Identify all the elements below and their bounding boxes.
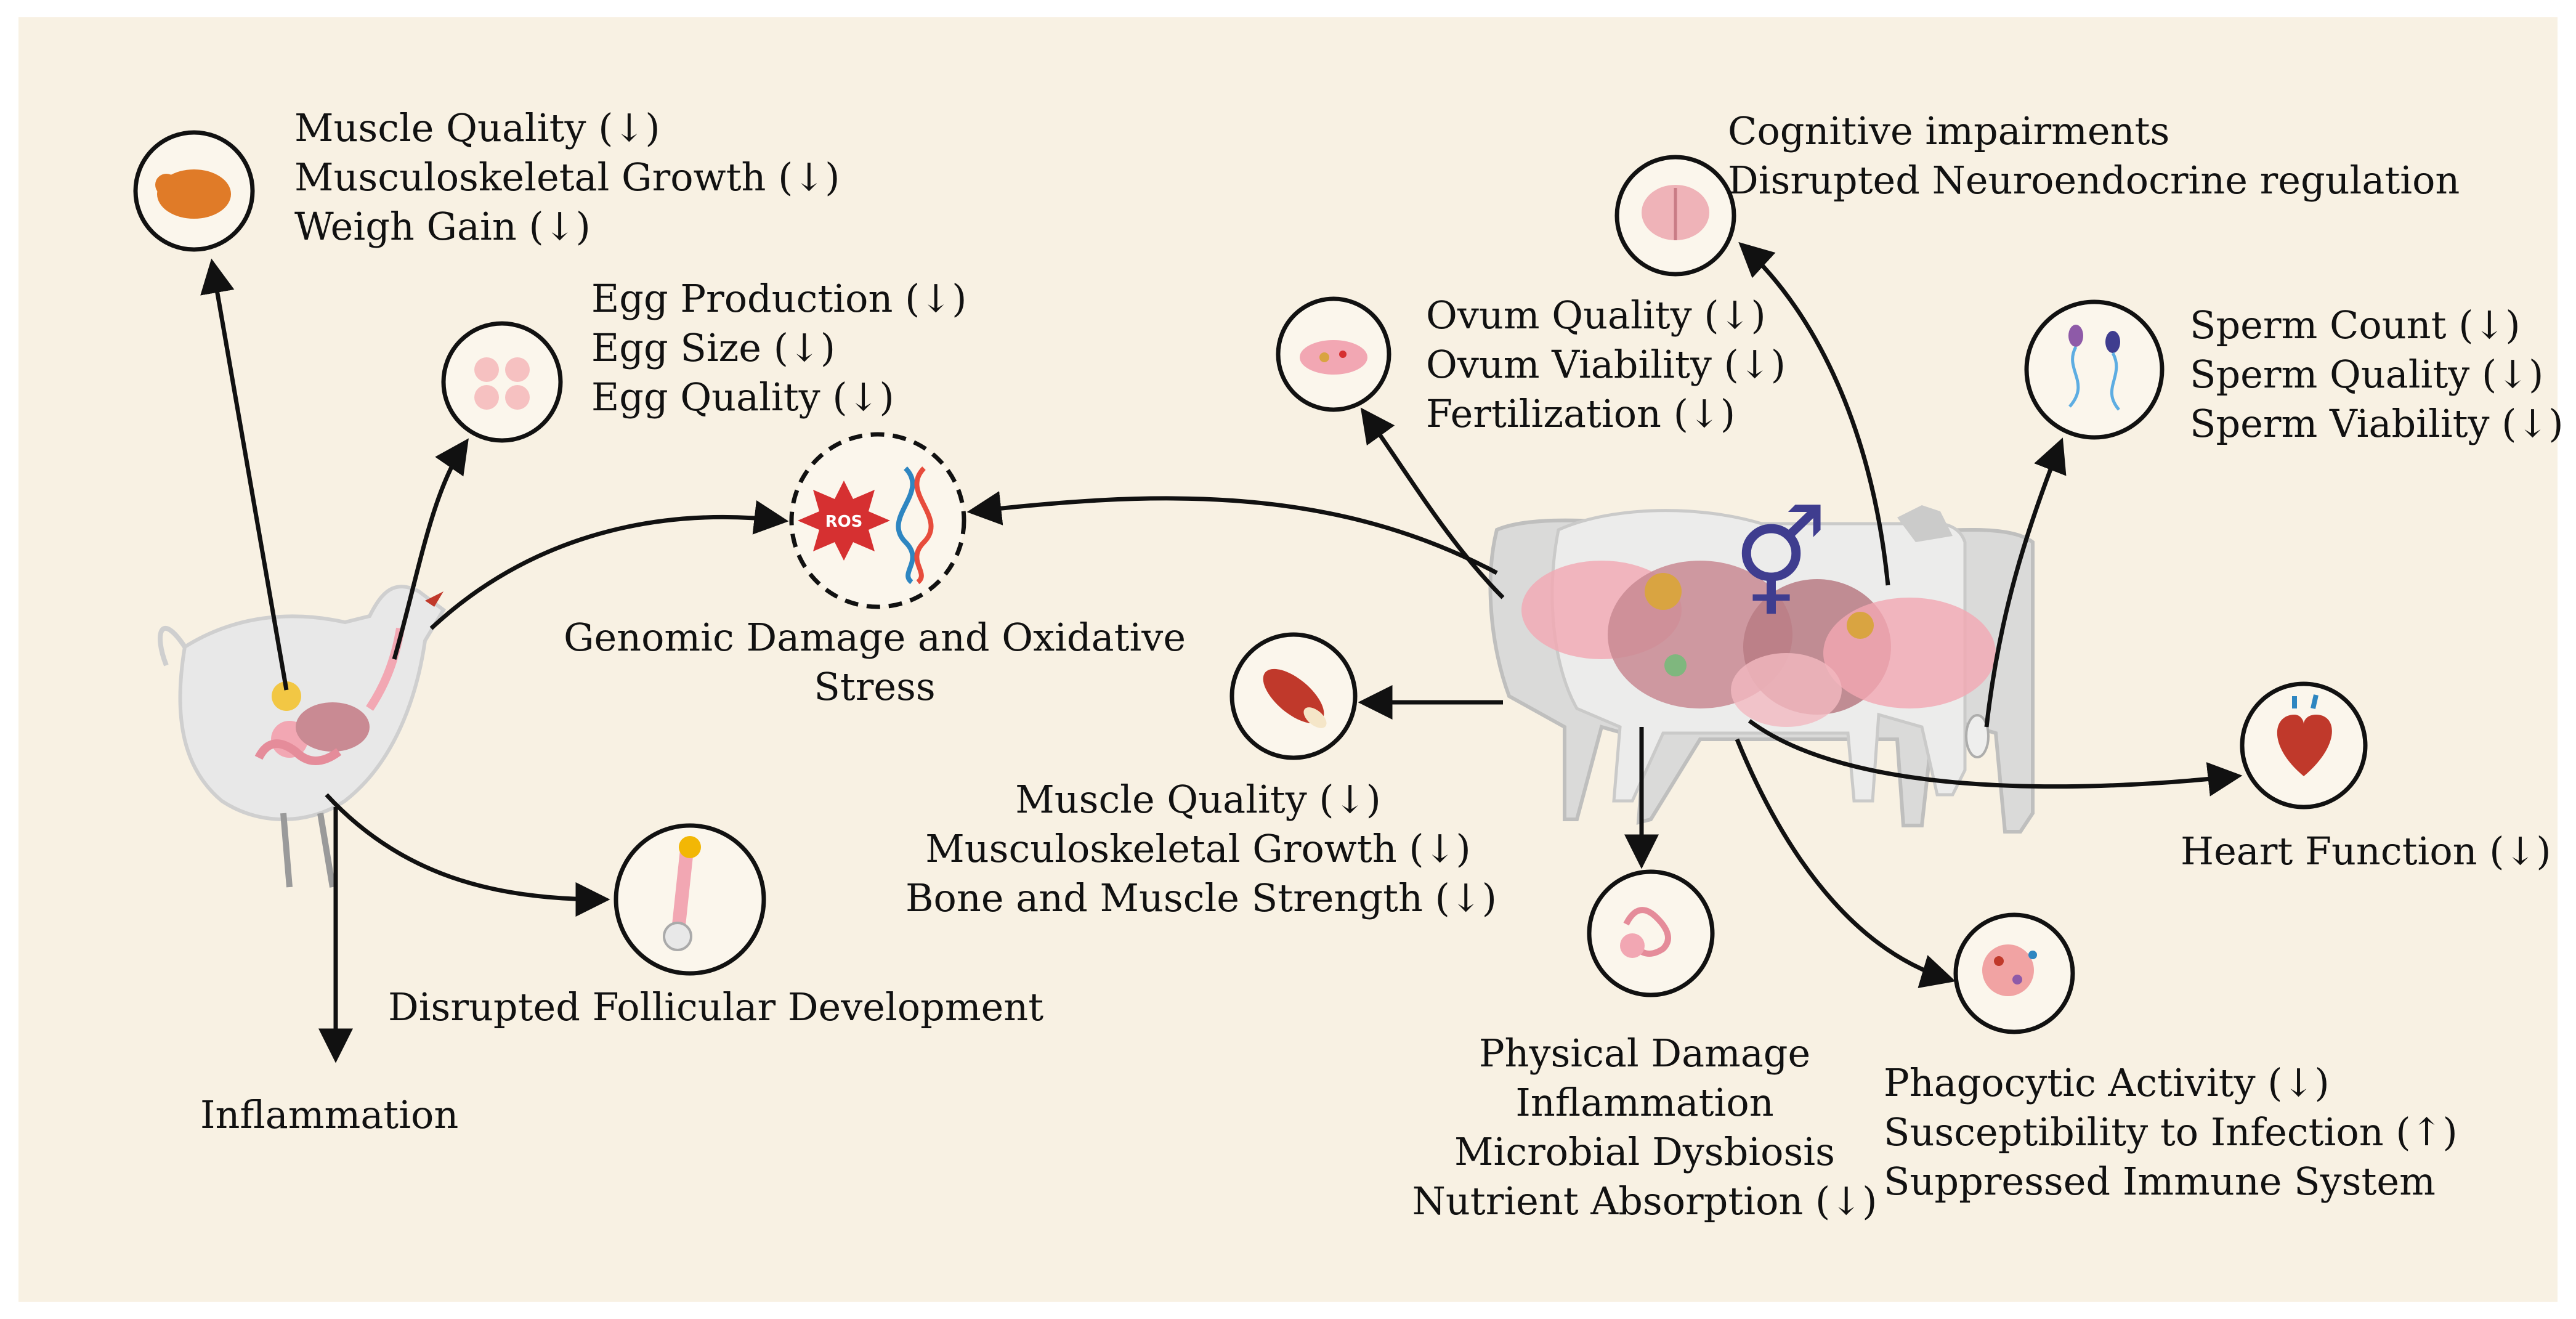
- follicular-label: Disrupted Follicular Development: [388, 983, 1043, 1032]
- ros-dna-icon: [789, 432, 966, 609]
- roast-chicken-icon: [133, 130, 255, 252]
- egg-cells-icon: [441, 321, 563, 443]
- immune-cells-icon: [1953, 912, 2075, 1034]
- inflammation-text: Inflammation: [200, 1092, 459, 1137]
- carcass-effect: Weigh Gain (↓): [294, 204, 591, 249]
- follicular-text: Disrupted Follicular Development: [388, 984, 1044, 1029]
- arrow-to-eggs: [392, 438, 469, 660]
- sperm-effect: Sperm Viability (↓): [2190, 401, 2564, 446]
- brain-effect: Disrupted Neuroendocrine regulation: [1728, 158, 2460, 203]
- muscle-effect: Musculoskeletal Growth (↓): [925, 826, 1471, 871]
- carcass-effects: Muscle Quality (↓) Musculoskeletal Growt…: [294, 103, 840, 251]
- sperm-icon: [2024, 299, 2165, 440]
- genomic-line: Stress: [814, 664, 936, 709]
- arrow-to-sperm: [1984, 437, 2067, 728]
- arrow-to-follicle: [325, 793, 610, 917]
- arrow-chicken-to-ros: [429, 500, 789, 630]
- heart-icon: [2240, 681, 2368, 810]
- ovum-effect: Fertilization (↓): [1426, 391, 1736, 436]
- sperm-effect: Sperm Count (↓): [2190, 302, 2521, 347]
- gut-effect: Physical Damage: [1478, 1031, 1811, 1076]
- arrow-to-ovary: [1360, 407, 1505, 599]
- gut-effect: Nutrient Absorption (↓): [1412, 1179, 1877, 1224]
- brain-icon: [1614, 155, 1736, 277]
- carcass-effect: Musculoskeletal Growth (↓): [294, 155, 840, 200]
- chicken-icon: [158, 585, 446, 888]
- arrow-to-immune: [1735, 738, 1956, 988]
- gut-effect: Inflammation: [1515, 1080, 1774, 1125]
- ovary-icon: [1276, 296, 1391, 412]
- egg-effect: Egg Size (↓): [591, 325, 836, 370]
- arrow-cow-to-ros: [966, 491, 1498, 575]
- ros-label: ROS: [825, 513, 863, 531]
- genomic-damage-label: Genomic Damage and Oxidative Stress: [561, 613, 1189, 712]
- heart-effect-text: Heart Function (↓): [2181, 829, 2551, 874]
- carcass-effect: Muscle Quality (↓): [294, 105, 660, 150]
- ovum-effect: Ovum Quality (↓): [1426, 293, 1766, 338]
- brain-effect: Cognitive impairments: [1728, 108, 2170, 153]
- gut-effects: Physical Damage Inflammation Microbial D…: [1404, 1029, 1885, 1226]
- arrow-to-brain: [1738, 241, 1890, 586]
- immune-effect: Suppressed Immune System: [1884, 1159, 2436, 1204]
- ovum-effects: Ovum Quality (↓) Ovum Viability (↓) Fert…: [1426, 291, 1786, 439]
- arrow-to-carcass: [200, 258, 289, 691]
- arrow-to-heart: [1748, 719, 2243, 797]
- genomic-line: Genomic Damage and Oxidative: [563, 615, 1186, 660]
- brain-effects: Cognitive impairments Disrupted Neuroend…: [1728, 107, 2460, 205]
- inflammation-label: Inflammation: [200, 1090, 458, 1140]
- egg-effect: Egg Quality (↓): [591, 375, 894, 420]
- muscle-effect: Bone and Muscle Strength (↓): [905, 875, 1497, 920]
- immune-effects: Phagocytic Activity (↓) Susceptibility t…: [1884, 1058, 2458, 1206]
- follicle-icon: [614, 823, 766, 976]
- muscle-effects: Muscle Quality (↓) Musculoskeletal Growt…: [905, 775, 1497, 923]
- immune-effect: Phagocytic Activity (↓): [1884, 1060, 2330, 1105]
- ovum-effect: Ovum Viability (↓): [1426, 342, 1786, 387]
- sperm-effects: Sperm Count (↓) Sperm Quality (↓) Sperm …: [2190, 301, 2564, 448]
- immune-effect: Susceptibility to Infection (↑): [1884, 1110, 2458, 1155]
- gender-symbol-icon: ⚥: [1733, 504, 1827, 626]
- egg-effect: Egg Production (↓): [591, 276, 967, 321]
- heart-effect: Heart Function (↓): [2181, 827, 2551, 876]
- sperm-effect: Sperm Quality (↓): [2190, 352, 2544, 397]
- muscle-icon: [1229, 632, 1358, 760]
- arrows: [200, 241, 2243, 1063]
- intestine-icon: [1587, 869, 1715, 997]
- egg-effects: Egg Production (↓) Egg Size (↓) Egg Qual…: [591, 274, 966, 422]
- cow-organs: [1521, 561, 1996, 727]
- muscle-effect: Muscle Quality (↓): [1015, 777, 1381, 822]
- gut-effect: Microbial Dysbiosis: [1454, 1129, 1835, 1174]
